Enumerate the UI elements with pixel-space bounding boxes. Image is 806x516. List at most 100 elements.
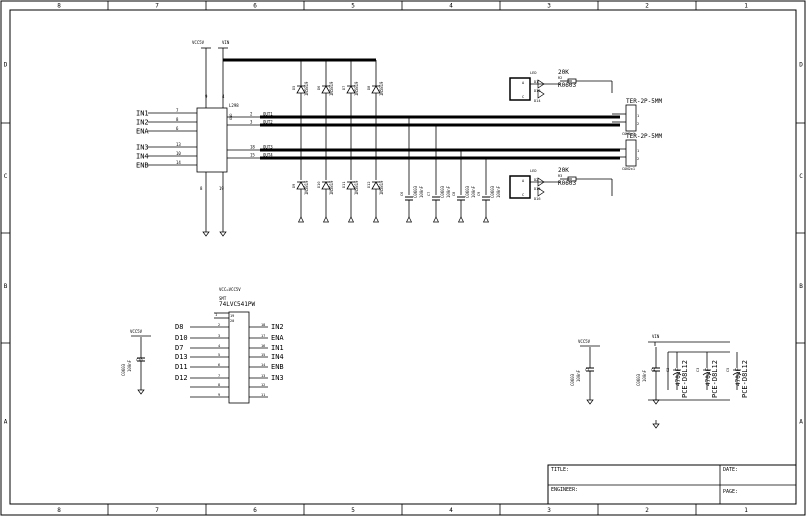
buffer-output-net: ENB xyxy=(271,363,284,371)
driver-ic-body xyxy=(196,107,228,173)
diode-part: 1N5819 xyxy=(329,81,334,96)
buffer-pin-number: 2 xyxy=(218,323,220,327)
led-ref: D15 xyxy=(534,187,541,191)
diode-part: 1N5819 xyxy=(329,180,334,195)
driver-output-net: OUT3 xyxy=(263,145,273,150)
zone-marker-bottom: 4 xyxy=(449,507,453,514)
gnd-arrow xyxy=(347,216,355,223)
led-wire-loop xyxy=(509,77,531,101)
driver-pin-number: 10 xyxy=(176,151,181,156)
cap-package: C0603 xyxy=(440,185,445,198)
resistor-package: R0603 xyxy=(558,180,576,187)
cap-package: C0603 xyxy=(121,363,126,376)
driver-gnd-label: GND xyxy=(229,114,233,121)
driver-pin-number: 14 xyxy=(176,160,181,165)
zone-marker-top: 3 xyxy=(547,3,551,10)
terminal-connector xyxy=(625,104,637,132)
buffer-pin-number: 15 xyxy=(261,353,265,357)
diode-ref: D6 xyxy=(317,86,321,90)
zone-marker-bottom: 8 xyxy=(57,507,61,514)
buffer-output-net: ENA xyxy=(271,334,284,342)
cap-ref: C3 xyxy=(696,368,700,372)
zone-marker-top: 6 xyxy=(253,3,257,10)
pin-letter: C xyxy=(522,193,524,197)
buffer-pin-number: 12 xyxy=(261,383,265,387)
vcc-power-label: VCC5V xyxy=(130,329,143,334)
title-field: TITLE: xyxy=(551,467,569,473)
flyback-diode xyxy=(296,85,306,94)
cap-value: 100nF xyxy=(496,185,501,198)
buffer-input-net: D13 xyxy=(175,353,188,361)
zone-marker-top: 1 xyxy=(744,3,748,10)
zone-marker-right: D xyxy=(799,62,803,69)
cap-ref: C9 xyxy=(477,192,481,196)
gnd-arrow xyxy=(482,216,490,223)
buffer-pin-number: 16 xyxy=(261,344,265,348)
gnd-arrow xyxy=(405,216,413,223)
diode-part: 1N5819 xyxy=(379,81,384,96)
cap-value: 100nF xyxy=(446,185,451,198)
resistor-ref: R3 xyxy=(558,174,562,178)
cap-package: PCE-D8L12 xyxy=(711,360,719,398)
pin-letter: A xyxy=(522,81,525,85)
driver-pin-number: 6 xyxy=(176,126,179,131)
zone-marker-bottom: 6 xyxy=(253,507,257,514)
pin-letter: A xyxy=(522,179,525,183)
led-symbol xyxy=(537,177,545,187)
cap-ref: C6 xyxy=(400,192,404,196)
cap-value: 100nF xyxy=(642,369,647,382)
title-block xyxy=(547,464,797,505)
zone-marker-top: 4 xyxy=(449,3,453,10)
terminal-connector xyxy=(625,139,637,167)
resistor-value: 20K xyxy=(558,167,569,174)
gnd-arrow xyxy=(322,216,330,223)
buffer-output-net: IN1 xyxy=(271,344,284,352)
buffer-input-net: D8 xyxy=(175,323,183,331)
zone-marker-bottom: 5 xyxy=(351,507,355,514)
vcc-power-label: VCC5V xyxy=(578,339,591,344)
cap-ref: C1 xyxy=(585,368,589,372)
cap-ref: C4 xyxy=(651,368,655,372)
zone-marker-left: B xyxy=(4,283,8,290)
diode-ref: D7 xyxy=(342,86,346,90)
cap-value: 100nF xyxy=(419,185,424,198)
diode-ref: D12 xyxy=(367,182,371,189)
cap-package: PCE-D8L12 xyxy=(741,360,749,398)
vcc-power-label: VCC5V xyxy=(192,40,205,45)
diode-ref: D10 xyxy=(317,182,321,189)
buffer-pin-number: 5 xyxy=(218,353,220,357)
ground-symbol xyxy=(652,399,660,405)
vin-power-label: VIN xyxy=(222,40,230,45)
driver-input-net: ENB xyxy=(136,162,149,170)
diode-ref: D5 xyxy=(292,86,296,90)
led-symbol xyxy=(537,79,545,89)
zone-marker-top: 8 xyxy=(57,3,61,10)
buffer-pin-number: 20 xyxy=(230,319,234,323)
resistor-ref: R2 xyxy=(558,76,562,80)
connector-pin: 1 xyxy=(637,114,639,118)
led-ref: D1 xyxy=(534,80,538,84)
driver-ic-name: L298 xyxy=(229,103,239,108)
buffer-part: 74LVC541PW xyxy=(219,301,256,308)
flyback-diode xyxy=(346,85,356,94)
diode-ref: D11 xyxy=(342,182,346,189)
led-ref: D14 xyxy=(534,99,541,103)
connector-type: TER-2P-5MM xyxy=(626,98,663,105)
flyback-diode xyxy=(371,181,381,190)
buffer-ic-body xyxy=(228,311,250,404)
driver-input-net: IN3 xyxy=(136,144,149,152)
connector-type: TER-2P-5MM xyxy=(626,133,663,140)
cap-value: 100nF xyxy=(127,359,132,372)
diode-part: 1N5819 xyxy=(379,180,384,195)
buffer-pin-number: 9 xyxy=(218,393,220,397)
driver-pin-number: 19 xyxy=(219,186,224,191)
diode-part: 1N5819 xyxy=(354,180,359,195)
zone-marker-top: 2 xyxy=(645,3,649,10)
driver-output-net: OUT4 xyxy=(263,153,273,158)
gnd-arrow xyxy=(372,216,380,223)
connector-pin: 2 xyxy=(637,122,639,126)
zone-marker-bottom: 7 xyxy=(155,507,159,514)
zone-marker-left: D xyxy=(4,62,8,69)
